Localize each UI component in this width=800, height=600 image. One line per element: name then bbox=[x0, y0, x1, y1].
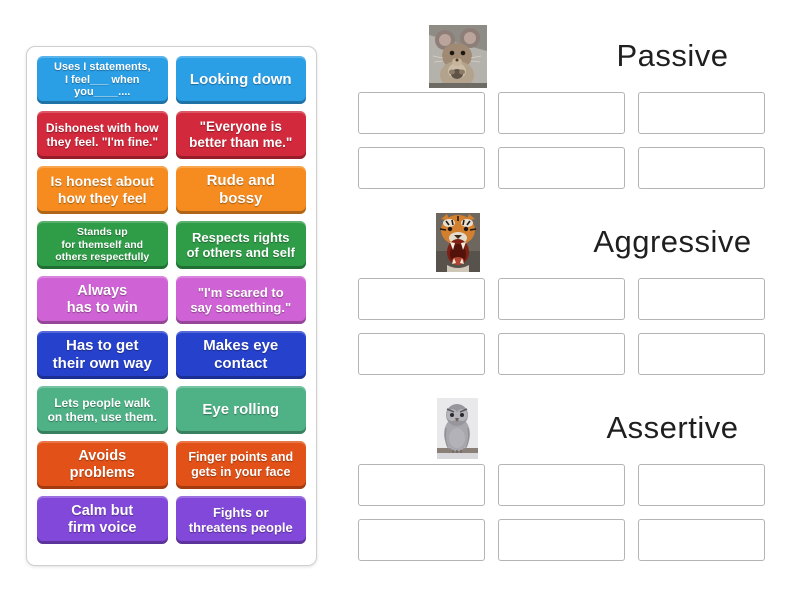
tile[interactable]: Lets people walk on them, use them. bbox=[37, 386, 168, 434]
tile[interactable]: "I'm scared to say something." bbox=[175, 276, 306, 324]
slot-row bbox=[358, 92, 780, 134]
drop-slot[interactable] bbox=[638, 464, 765, 506]
tile[interactable]: Always has to win bbox=[37, 276, 168, 324]
drop-slot[interactable] bbox=[498, 147, 625, 189]
drop-slot[interactable] bbox=[638, 147, 765, 189]
drop-slot[interactable] bbox=[638, 92, 765, 134]
tile[interactable]: "Everyone is better than me." bbox=[175, 111, 306, 159]
drop-slot[interactable] bbox=[498, 519, 625, 561]
drop-slot[interactable] bbox=[638, 519, 765, 561]
drop-slot[interactable] bbox=[358, 519, 485, 561]
slot-row bbox=[358, 464, 780, 506]
tile[interactable]: Finger points and gets in your face bbox=[175, 441, 306, 489]
tile[interactable]: Is honest about how they feel bbox=[37, 166, 168, 214]
slot-row bbox=[358, 147, 780, 189]
group-header: Passive bbox=[350, 20, 780, 92]
group-assertive: Assertive bbox=[350, 392, 780, 561]
tile[interactable]: Has to get their own way bbox=[37, 331, 168, 379]
drop-slot[interactable] bbox=[358, 147, 485, 189]
group-title-assertive: Assertive bbox=[606, 410, 739, 445]
tile-grid: Uses I statements, I feel___ when you___… bbox=[27, 47, 316, 553]
group-header: Aggressive bbox=[350, 206, 780, 278]
owl-image bbox=[437, 397, 478, 459]
tile[interactable]: Makes eye contact bbox=[175, 331, 306, 379]
drop-slot[interactable] bbox=[638, 333, 765, 375]
drop-slot[interactable] bbox=[498, 333, 625, 375]
drop-slot[interactable] bbox=[638, 278, 765, 320]
drop-slot[interactable] bbox=[498, 278, 625, 320]
tile[interactable]: Eye rolling bbox=[175, 386, 306, 434]
group-image bbox=[350, 206, 565, 278]
tile[interactable]: Looking down bbox=[175, 56, 306, 104]
group-title-aggressive: Aggressive bbox=[593, 224, 752, 259]
drop-slot[interactable] bbox=[498, 464, 625, 506]
group-title-passive: Passive bbox=[616, 38, 729, 73]
drop-slot[interactable] bbox=[358, 278, 485, 320]
group-header: Assertive bbox=[350, 392, 780, 464]
tile[interactable]: Stands up for themself and others respec… bbox=[37, 221, 168, 269]
tile[interactable]: Avoids problems bbox=[37, 441, 168, 489]
drop-slot[interactable] bbox=[358, 92, 485, 134]
tile[interactable]: Rude and bossy bbox=[175, 166, 306, 214]
tile[interactable]: Dishonest with how they feel. "I'm fine.… bbox=[37, 111, 168, 159]
tile[interactable]: Calm but firm voice bbox=[37, 496, 168, 544]
slot-row bbox=[358, 333, 780, 375]
tile-panel: Uses I statements, I feel___ when you___… bbox=[26, 46, 317, 566]
slot-row bbox=[358, 519, 780, 561]
drop-slot[interactable] bbox=[358, 464, 485, 506]
group-aggressive: Aggressive bbox=[350, 206, 780, 375]
tile[interactable]: Respects rights of others and self bbox=[175, 221, 306, 269]
mouse-image bbox=[428, 24, 487, 88]
tile[interactable]: Uses I statements, I feel___ when you___… bbox=[37, 56, 168, 104]
drop-slot[interactable] bbox=[498, 92, 625, 134]
drop-slot[interactable] bbox=[358, 333, 485, 375]
slot-row bbox=[358, 278, 780, 320]
tiger-image bbox=[435, 212, 480, 272]
tile[interactable]: Fights or threatens people bbox=[175, 496, 306, 544]
group-passive: Passive bbox=[350, 20, 780, 189]
group-image bbox=[350, 392, 565, 464]
group-image bbox=[350, 20, 565, 92]
